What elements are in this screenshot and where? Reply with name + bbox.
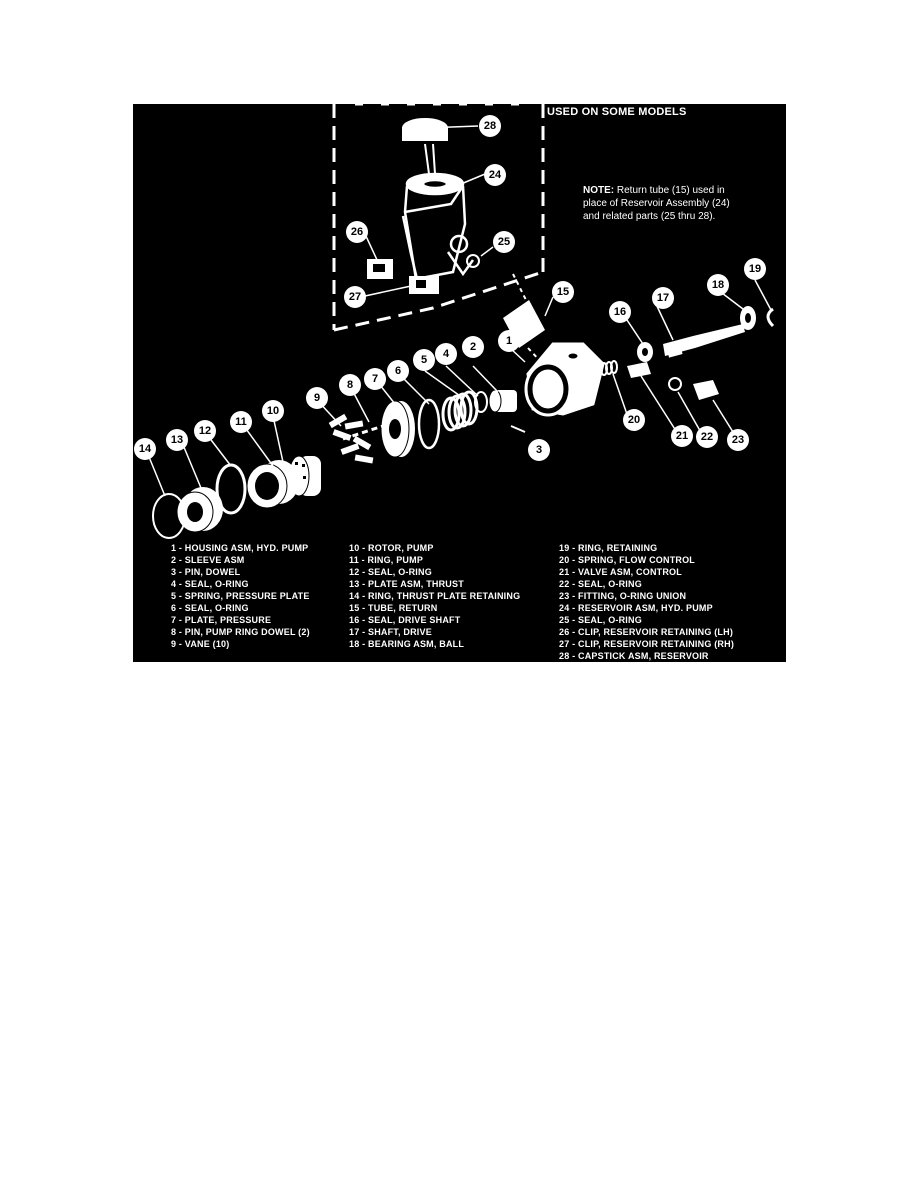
legend-item: 13 - PLATE ASM, THRUST	[349, 579, 464, 589]
legend-item: 9 - VANE (10)	[171, 639, 230, 649]
callout-10: 10	[262, 400, 284, 422]
legend-column-1: 1 - HOUSING ASM, HYD. PUMP 2 - SLEEVE AS…	[171, 542, 310, 650]
callout-2: 2	[462, 336, 484, 358]
thrust-plate-parts	[152, 463, 247, 539]
valve-parts	[595, 360, 719, 400]
legend-item: 17 - SHAFT, DRIVE	[349, 627, 432, 637]
callout-4: 4	[435, 343, 457, 365]
pressure-plate-parts	[342, 398, 441, 458]
callout-1: 1	[498, 330, 520, 352]
callout-3: 3	[528, 439, 550, 461]
callout-11: 11	[230, 411, 252, 433]
callout-26: 26	[346, 221, 368, 243]
callout-17: 17	[652, 287, 674, 309]
legend-item: 21 - VALVE ASM, CONTROL	[559, 567, 682, 577]
seal-25-shape	[466, 254, 480, 268]
legend-item: 8 - PIN, PUMP RING DOWEL (2)	[171, 627, 310, 637]
legend-item: 27 - CLIP, RESERVOIR RETAINING (RH)	[559, 639, 735, 649]
callout-23: 23	[727, 429, 749, 451]
clip-parts	[367, 259, 439, 294]
callout-24: 24	[484, 164, 506, 186]
legend-item: 7 - PLATE, PRESSURE	[171, 615, 272, 625]
note-block: NOTE: Return tube (15) used in place of …	[583, 184, 733, 223]
note-text: Return tube (15) used in place of Reserv…	[583, 185, 730, 222]
callout-19: 19	[744, 258, 766, 280]
legend-item: 1 - HOUSING ASM, HYD. PUMP	[171, 543, 309, 553]
callout-18: 18	[707, 274, 729, 296]
legend-item: 18 - BEARING ASM, BALL	[349, 639, 465, 649]
legend-item: 20 - SPRING, FLOW CONTROL	[559, 555, 696, 565]
legend-item: 4 - SEAL, O-RING	[171, 579, 249, 589]
callout-15: 15	[552, 281, 574, 303]
callout-7: 7	[364, 368, 386, 390]
reservoir-part	[401, 172, 475, 281]
callout-12: 12	[194, 420, 216, 442]
legend-item: 2 - SLEEVE ASM	[171, 555, 245, 565]
inset-boundary	[332, 104, 545, 332]
callout-16: 16	[609, 301, 631, 323]
vane-parts	[328, 413, 374, 464]
legend-item: 10 - ROTOR, PUMP	[349, 543, 434, 553]
legend-item: 25 - SEAL, O-RING	[559, 615, 642, 625]
legend-item: 5 - SPRING, PRESSURE PLATE	[171, 591, 310, 601]
callout-6: 6	[387, 360, 409, 382]
housing-part	[524, 342, 605, 417]
legend-item: 12 - SEAL, O-RING	[349, 567, 432, 577]
legend-item: 11 - RING, PUMP	[349, 555, 424, 565]
legend-item: 3 - PIN, DOWEL	[171, 567, 241, 577]
callout-8: 8	[339, 374, 361, 396]
callout-13: 13	[166, 429, 188, 451]
diagram-artwork	[146, 104, 775, 539]
callout-28: 28	[479, 115, 501, 137]
legend-item: 24 - RESERVOIR ASM, HYD. PUMP	[559, 603, 713, 613]
callout-25: 25	[493, 231, 515, 253]
front-stack-parts	[441, 389, 526, 433]
callout-27: 27	[344, 286, 366, 308]
legend-item: 26 - CLIP, RESERVOIR RETAINING (LH)	[559, 627, 734, 637]
rotor-ring-parts	[246, 455, 321, 509]
callout-22: 22	[696, 426, 718, 448]
exploded-pump-diagram: USED ON SOME MODELS NOTE: Return tube (1…	[133, 104, 786, 662]
callout-14: 14	[134, 438, 156, 460]
legend-item: 22 - SEAL, O-RING	[559, 579, 642, 589]
drive-shaft-parts	[637, 306, 775, 362]
callout-20: 20	[623, 409, 645, 431]
legend-item: 14 - RING, THRUST PLATE RETAINING	[349, 591, 521, 601]
inset-header: USED ON SOME MODELS	[547, 106, 687, 118]
legend-item: 16 - SEAL, DRIVE SHAFT	[349, 615, 461, 625]
legend-item: 15 - TUBE, RETURN	[349, 603, 438, 613]
legend-column-3: 19 - RING, RETAINING 20 - SPRING, FLOW C…	[559, 542, 734, 662]
legend-item: 28 - CAPSTICK ASM, RESERVOIR	[559, 651, 709, 661]
callout-9: 9	[306, 387, 328, 409]
legend-item: 23 - FITTING, O-RING UNION	[559, 591, 687, 601]
legend-column-2: 10 - ROTOR, PUMP 11 - RING, PUMP 12 - SE…	[349, 542, 520, 650]
note-label: NOTE:	[583, 185, 615, 196]
legend-item: 19 - RING, RETAINING	[559, 543, 658, 553]
callout-21: 21	[671, 425, 693, 447]
callout-5: 5	[413, 349, 435, 371]
legend-item: 6 - SEAL, O-RING	[171, 603, 249, 613]
